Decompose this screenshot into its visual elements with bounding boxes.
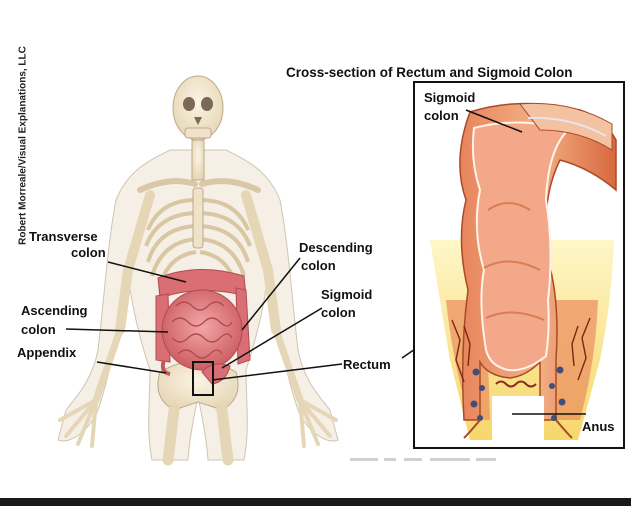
cross-section-inset [414,82,624,448]
ascending-colon-label-2: colon [21,322,56,337]
image-credit: Robert Morreale/Visual Explanations, LLC [18,31,29,261]
inset-sigmoid-label-2: colon [424,108,459,123]
descending-colon-label-1: Descending [299,240,373,255]
inset-sigmoid-label-1: Sigmoid [424,90,475,105]
sigmoid-colon-label-2: colon [321,305,356,320]
faint-text-fragment [350,458,496,461]
descending-colon-label-2: colon [301,258,336,273]
rectum-label: Rectum [343,357,391,372]
bottom-border [0,498,631,506]
transverse-colon-label-1: Transverse [29,229,98,244]
transverse-colon-label-2: colon [71,245,106,260]
ascending-colon-label-1: Ascending [21,303,87,318]
anus-label: Anus [582,419,615,434]
sigmoid-colon-label-1: Sigmoid [321,287,372,302]
cross-section-title: Cross-section of Rectum and Sigmoid Colo… [286,65,573,80]
appendix-label: Appendix [17,345,76,360]
